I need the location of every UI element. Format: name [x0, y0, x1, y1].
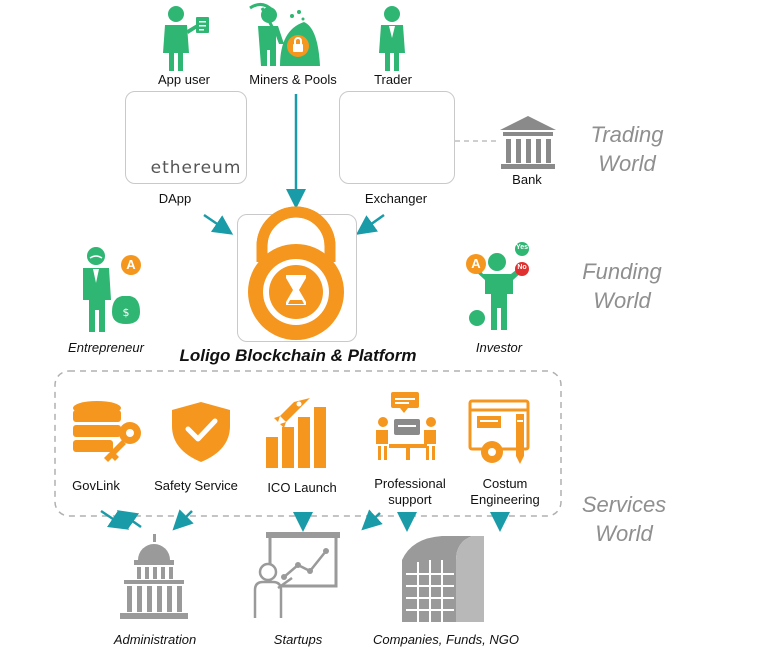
dapp-to-platform-arrow: [203, 213, 234, 235]
capitol-icon: [120, 534, 188, 619]
costum-engineering-label: Costum Engineering: [470, 476, 539, 508]
professional-support-label: Professional support: [374, 476, 446, 508]
trading-world-line1: Trading: [590, 122, 664, 147]
rocket-chart-icon: [266, 398, 326, 468]
app-user-label: App user: [157, 72, 211, 87]
dapp-box: [125, 91, 247, 184]
trader-label: Trader: [374, 72, 412, 87]
govlink-label: GovLink: [72, 478, 120, 493]
professional-support-line1: Professional: [374, 476, 446, 491]
platform-box: [237, 214, 357, 342]
no-badge: No: [517, 264, 527, 271]
exchanger-label: Exchanger: [364, 191, 428, 206]
bank-icon: [500, 116, 556, 169]
professional-support-line2: support: [388, 492, 432, 507]
entrepreneur-icon: $: [83, 247, 141, 332]
meeting-icon: [376, 392, 436, 460]
yes-badge: Yes: [515, 244, 529, 251]
dapp-label: DApp: [158, 191, 192, 206]
admin-to-govlink-arrow: [116, 510, 142, 530]
safety-to-admin-arrow: [172, 509, 194, 531]
platform-title: Loligo Blockchain & Platform: [179, 346, 417, 365]
trader-icon: [379, 6, 405, 71]
building-icon: [402, 536, 484, 622]
trading-world-label: Trading World: [591, 120, 664, 178]
safety-service-label: Safety Service: [154, 478, 238, 493]
miners-pools-icon: [249, 3, 320, 66]
companies-label: Companies, Funds, NGO: [373, 632, 519, 647]
svg-text:$: $: [123, 306, 130, 319]
support-to-startups-arrow: [361, 509, 383, 531]
entrepreneur-label: Entrepreneur: [68, 340, 144, 355]
services-world-line2: World: [595, 521, 653, 546]
services-world-label: Services World: [582, 490, 666, 548]
funding-world-label: Funding World: [582, 257, 662, 315]
shield-check-icon: [172, 402, 230, 462]
startups-label: Startups: [273, 632, 323, 647]
costum-engineering-line2: Engineering: [470, 492, 540, 507]
administration-label: Administration: [113, 632, 197, 647]
investor-label: Investor: [475, 340, 523, 355]
bank-label: Bank: [512, 172, 542, 187]
miners-pools-label: Miners & Pools: [249, 72, 337, 87]
funding-world-line2: World: [593, 288, 651, 313]
investor-badge: A: [471, 256, 481, 271]
entrepreneur-badge: A: [126, 257, 136, 272]
presenter-icon: [253, 532, 340, 618]
funding-world-line1: Funding: [582, 259, 662, 284]
investor-icon: [466, 242, 529, 330]
database-key-icon: [73, 401, 141, 462]
services-world-line1: Services: [581, 492, 667, 517]
exchanger-to-platform-arrow: [355, 213, 385, 235]
ethereum-label: ethereum: [150, 158, 242, 178]
exchanger-box: [339, 91, 455, 184]
engineering-icon: [468, 399, 530, 464]
app-user-icon: [163, 6, 209, 71]
costum-engineering-line1: Costum: [482, 476, 528, 491]
trading-world-line2: World: [598, 151, 656, 176]
ico-launch-label: ICO Launch: [267, 480, 337, 495]
